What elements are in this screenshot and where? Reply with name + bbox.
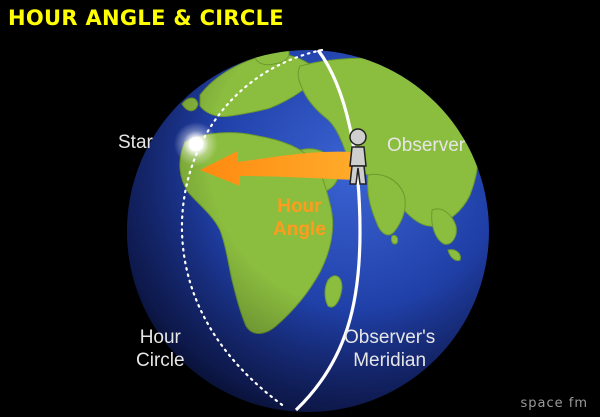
observer-label: Observer	[387, 134, 465, 157]
meridian-line2: Meridian	[353, 350, 427, 371]
star-label: Star	[118, 131, 153, 154]
hour-angle-arrow	[200, 151, 354, 186]
observer-icon	[349, 128, 367, 185]
hour-angle-line2: Angle	[273, 219, 326, 240]
hour-circle-line1: Hour	[139, 327, 181, 348]
observer-meridian	[294, 49, 362, 412]
meridian-label: Observer's Meridian	[344, 326, 435, 372]
star-label-text: Star	[118, 132, 153, 153]
hour-angle-label: Hour Angle	[273, 195, 326, 241]
page-title: HOUR ANGLE & CIRCLE	[8, 6, 284, 30]
observer-label-text: Observer	[387, 135, 466, 156]
star-icon	[174, 122, 218, 166]
hour-angle-line1: Hour	[277, 196, 322, 217]
watermark-logo: space fm	[520, 396, 588, 411]
hour-circle-line2: Circle	[136, 350, 185, 371]
meridian-line1: Observer's	[344, 327, 436, 348]
hour-circle	[180, 48, 324, 409]
hour-circle-label: Hour Circle	[136, 326, 185, 372]
